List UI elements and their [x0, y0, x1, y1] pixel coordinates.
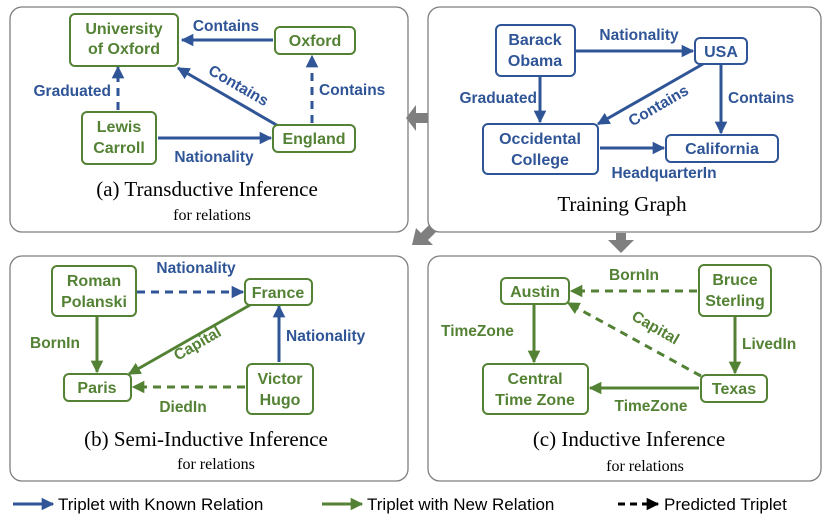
svg-text:Occidental: Occidental — [499, 131, 581, 148]
label-nationality-top: Nationality — [156, 260, 236, 277]
label-timezone-bottom: TimeZone — [615, 398, 688, 415]
svg-text:College: College — [511, 152, 569, 169]
label-contains-right: Contains — [319, 82, 385, 99]
subtitle-inductive: for relations — [606, 458, 684, 475]
subtitle-semi-inductive: for relations — [177, 456, 255, 473]
edge-capital — [566, 301, 702, 378]
svg-text:California: California — [685, 141, 759, 158]
legend-predicted-label: Predicted Triplet — [664, 495, 787, 514]
arrow-training-to-inductive — [608, 233, 634, 253]
node-central-time-zone: Central Time Zone — [482, 363, 589, 415]
svg-text:Carroll: Carroll — [93, 140, 145, 157]
svg-text:Polanski: Polanski — [61, 294, 127, 311]
svg-text:France: France — [252, 285, 305, 302]
arrow-training-to-transductive — [406, 105, 428, 131]
node-roman-polanski: Roman Polanski — [51, 265, 137, 317]
edge-contains-diag — [176, 66, 281, 129]
label-graduated: Graduated — [33, 83, 111, 100]
svg-text:Roman: Roman — [67, 273, 121, 290]
label-timezone-left: TimeZone — [441, 323, 514, 340]
subtitle-transductive: for relations — [173, 207, 251, 224]
svg-text:Bruce: Bruce — [712, 272, 757, 289]
svg-text:Texas: Texas — [712, 381, 756, 398]
title-training: Training Graph — [557, 192, 687, 216]
legend-known-label: Triplet with Known Relation — [58, 495, 263, 514]
node-lewis-carroll: Lewis Carroll — [81, 111, 157, 165]
arrow-training-to-semi — [412, 225, 436, 245]
connector-arrows — [406, 105, 634, 253]
svg-text:Time Zone: Time Zone — [495, 392, 575, 409]
label-nationality-right: Nationality — [286, 328, 366, 345]
title-semi-inductive: (b) Semi-Inductive Inference — [84, 427, 328, 451]
node-paris: Paris — [63, 373, 132, 402]
svg-text:Oxford: Oxford — [289, 33, 341, 50]
training-graph: Nationality Graduated Contains Contains … — [459, 24, 794, 216]
label-bornin: BornIn — [30, 335, 80, 352]
edge-capital — [127, 303, 251, 376]
svg-text:Obama: Obama — [508, 53, 562, 70]
label-nationality: Nationality — [174, 149, 254, 166]
svg-text:of Oxford: of Oxford — [88, 41, 160, 58]
svg-text:Lewis: Lewis — [97, 119, 142, 136]
semi-inductive-graph: Nationality BornIn Capital Nationality D… — [30, 260, 366, 473]
node-austin: Austin — [500, 277, 570, 305]
svg-text:England: England — [282, 131, 345, 148]
svg-text:Hugo: Hugo — [260, 392, 301, 409]
legend: Triplet with Known Relation Triplet with… — [13, 495, 787, 514]
node-california: California — [665, 134, 779, 163]
node-occidental-college: Occidental College — [482, 123, 599, 175]
edge-contains-diag — [596, 62, 704, 126]
label-graduated: Graduated — [459, 90, 537, 107]
svg-text:Victor: Victor — [257, 371, 302, 388]
node-bruce-sterling: Bruce Sterling — [698, 264, 772, 317]
svg-text:Barack: Barack — [508, 32, 561, 49]
label-contains-top: Contains — [193, 18, 259, 35]
title-transductive: (a) Transductive Inference — [96, 177, 318, 201]
svg-text:Paris: Paris — [77, 380, 116, 397]
node-oxford: Oxford — [274, 26, 356, 55]
node-england: England — [272, 124, 356, 153]
legend-new-label: Triplet with New Relation — [367, 495, 554, 514]
svg-text:University: University — [85, 21, 162, 38]
svg-text:Austin: Austin — [510, 284, 560, 301]
node-usa: USA — [694, 37, 748, 65]
svg-text:USA: USA — [704, 44, 738, 61]
label-headquarterin: HeadquarterIn — [611, 165, 716, 182]
title-inductive: (c) Inductive Inference — [533, 427, 725, 451]
label-livedin: LivedIn — [742, 336, 796, 353]
node-barack-obama: Barack Obama — [495, 24, 576, 77]
svg-text:Central: Central — [507, 371, 562, 388]
label-nationality: Nationality — [599, 27, 679, 44]
label-contains-right: Contains — [728, 90, 794, 107]
node-texas: Texas — [700, 374, 768, 403]
inductive-graph: BornIn TimeZone Capital LivedIn TimeZone… — [441, 264, 796, 475]
label-bornin: BornIn — [609, 267, 659, 284]
svg-text:Sterling: Sterling — [705, 293, 765, 310]
node-france: France — [244, 278, 313, 306]
node-victor-hugo: Victor Hugo — [246, 363, 314, 415]
label-diedin: DiedIn — [159, 399, 206, 416]
node-university-of-oxford: University of Oxford — [69, 13, 179, 67]
